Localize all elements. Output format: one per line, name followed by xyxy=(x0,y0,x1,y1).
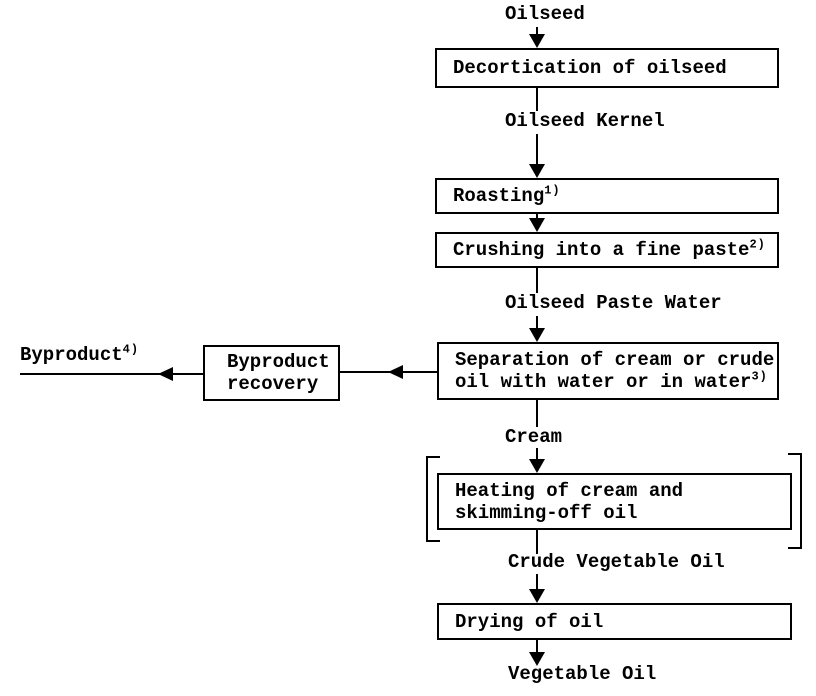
connector-line xyxy=(536,316,538,330)
footnote-1: 1) xyxy=(544,183,561,198)
separation-box: Separation of cream or crude oil with wa… xyxy=(437,342,779,400)
arrow-down-icon xyxy=(529,218,545,232)
byproduct-recovery-box: Byproduct recovery xyxy=(203,345,340,401)
connector-line xyxy=(536,88,538,111)
drying-box: Drying of oil xyxy=(437,603,792,640)
oilseed-paste-water-label: Oilseed Paste Water xyxy=(505,292,722,314)
connector-line xyxy=(536,27,538,36)
connector-line xyxy=(20,373,203,375)
connector-line xyxy=(536,640,538,653)
roasting-box: Roasting1) xyxy=(435,178,779,214)
heating-box-line1: Heating of cream and xyxy=(455,479,684,502)
heating-box: Heating of cream and skimming-off oil xyxy=(437,473,792,530)
connector-line xyxy=(536,214,538,220)
arrow-left-icon xyxy=(158,367,173,381)
heating-box-line2: skimming-off oil xyxy=(455,501,638,524)
arrow-down-icon xyxy=(529,459,545,473)
roasting-box-label: Roasting1) xyxy=(453,183,561,207)
bracket-right xyxy=(788,453,802,549)
crushing-box: Crushing into a fine paste2) xyxy=(435,232,779,268)
arrow-down-icon xyxy=(529,328,545,342)
byproduct-recovery-line1: Byproduct xyxy=(227,351,330,373)
connector-line xyxy=(536,134,538,166)
oilseed-kernel-label: Oilseed Kernel xyxy=(505,110,665,132)
bracket-left xyxy=(426,456,440,542)
decortication-box-label: Decortication of oilseed xyxy=(453,57,727,79)
footnote-3: 3) xyxy=(751,369,768,384)
cream-label: Cream xyxy=(505,426,563,448)
drying-box-label: Drying of oil xyxy=(455,610,604,633)
oilseed-label: Oilseed xyxy=(505,3,585,25)
connector-line xyxy=(536,268,538,293)
connector-line xyxy=(536,574,538,591)
separation-box-line1: Separation of cream or crude xyxy=(455,349,775,371)
arrow-down-icon xyxy=(529,164,545,178)
decortication-box: Decortication of oilseed xyxy=(435,48,779,88)
footnote-4: 4) xyxy=(122,342,140,357)
separation-box-line2: oil with water or in water3) xyxy=(455,369,768,393)
arrow-down-icon xyxy=(529,652,545,666)
byproduct-recovery-line2: recovery xyxy=(227,373,319,395)
footnote-2: 2) xyxy=(749,237,766,252)
connector-line xyxy=(536,530,538,554)
crushing-box-label: Crushing into a fine paste2) xyxy=(453,237,766,261)
byproduct-label: Byproduct4) xyxy=(20,342,140,366)
crude-vegetable-oil-label: Crude Vegetable Oil xyxy=(508,551,725,573)
connector-line xyxy=(536,400,538,427)
connector-line xyxy=(536,448,538,461)
arrow-down-icon xyxy=(529,34,545,48)
arrow-left-icon xyxy=(388,365,403,379)
vegetable-oil-label: Vegetable Oil xyxy=(508,663,657,685)
arrow-down-icon xyxy=(529,589,545,603)
